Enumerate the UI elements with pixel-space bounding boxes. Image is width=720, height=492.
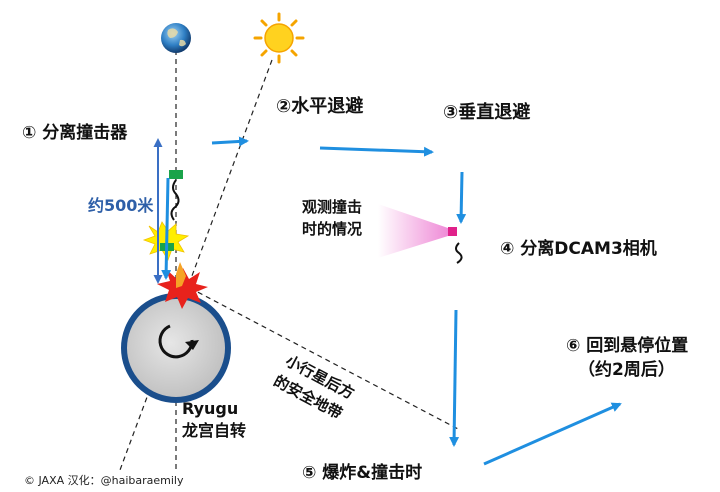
sun-icon: [253, 12, 305, 64]
ryugu-label-line2: 龙宫自转: [182, 421, 247, 440]
arrow-2-to-3: [319, 146, 434, 157]
flow-arrows: [211, 136, 622, 466]
safe-zone-line: [189, 287, 461, 431]
arrow-4-to-5: [449, 309, 460, 447]
arrow-3-to-4: [456, 171, 467, 224]
sun-direction-line: [119, 59, 273, 471]
credit-text: © JAXA 汉化：@haibaraemily: [24, 474, 184, 487]
step-3-label: ③垂直退避: [443, 102, 531, 123]
asteroid-ryugu: [121, 293, 231, 403]
earth-icon: [161, 23, 191, 53]
arrow-5-to-6: [483, 402, 622, 466]
ryugu-label-line1: Ryugu: [182, 399, 239, 418]
step-1-label: ① 分离撞击器: [22, 123, 128, 143]
distance-indicator: [153, 138, 172, 284]
dashed-lines: [119, 50, 461, 471]
dcam3-icon: [448, 227, 463, 264]
step-5-label: ⑤ 爆炸&撞击时: [302, 463, 423, 483]
step-2-label: ②水平退避: [276, 96, 364, 117]
observe-label-line1: 观测撞击: [302, 198, 363, 216]
rotation-icon: [158, 324, 199, 359]
step-6-label-line2: （约2周后）: [578, 360, 675, 380]
distance-label: 约500米: [88, 196, 154, 215]
step-6-label-line1: ⑥ 回到悬停位置: [566, 336, 689, 356]
arrow-1-to-2: [211, 136, 249, 147]
step-4-label: ④ 分离DCAM3相机: [500, 239, 657, 259]
observation-beam: [378, 204, 448, 258]
observe-label-line2: 时的情况: [302, 220, 363, 238]
